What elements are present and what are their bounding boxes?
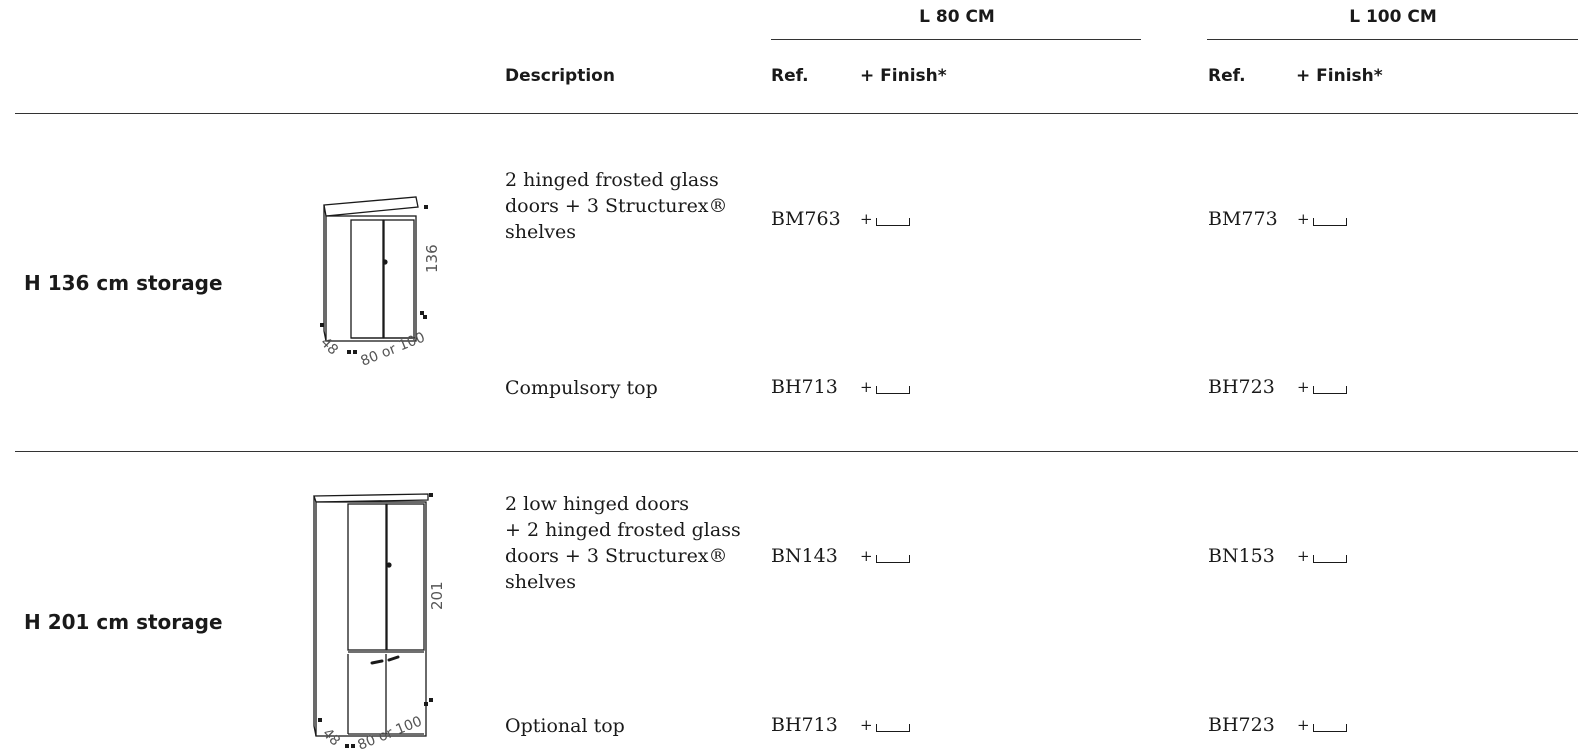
- ref-code-l100: BM773: [1208, 208, 1278, 230]
- finish-placeholder-l80: +: [860, 718, 910, 733]
- finish-placeholder-l100: +: [1297, 380, 1347, 395]
- finish-placeholder-l100: +: [1297, 718, 1347, 733]
- height-dimension-label: 201: [428, 581, 446, 610]
- column-heading-underline-l100: [1207, 39, 1578, 40]
- ref-header-l80: Ref.: [771, 66, 809, 86]
- column-heading-l80: L 80 CM: [919, 7, 995, 27]
- section-title: H 201 cm storage: [24, 610, 223, 634]
- row-description: 2 low hinged doors + 2 hinged frosted gl…: [505, 493, 741, 593]
- ref-code-l80: BH713: [771, 714, 838, 736]
- finish-placeholder-l100: +: [1297, 549, 1347, 564]
- ref-code-l100: BH723: [1208, 714, 1275, 736]
- row-description: Compulsory top: [505, 377, 658, 399]
- cabinet-136-illustration: 136 48 80 or 100: [317, 196, 441, 370]
- description-header: Description: [505, 66, 615, 86]
- ref-code-l100: BN153: [1208, 545, 1275, 567]
- ref-code-l80: BH713: [771, 376, 838, 398]
- cabinet-201-illustration: 201 48 80 or 100: [313, 493, 446, 754]
- row-description: 2 hinged frosted glass doors + 3 Structu…: [505, 169, 728, 243]
- header-divider: [15, 113, 1578, 114]
- row-description: Optional top: [505, 715, 625, 737]
- column-heading-l100: L 100 CM: [1349, 7, 1437, 27]
- section-divider: [15, 451, 1578, 452]
- finish-placeholder-l80: +: [860, 212, 910, 227]
- finish-placeholder-l80: +: [860, 549, 910, 564]
- height-dimension-label: 136: [423, 244, 441, 273]
- ref-code-l80: BM763: [771, 208, 841, 230]
- column-heading-underline-l80: [771, 39, 1141, 40]
- ref-header-l100: Ref.: [1208, 66, 1246, 86]
- ref-code-l80: BN143: [771, 545, 838, 567]
- finish-header-l80: + Finish*: [860, 66, 947, 86]
- ref-code-l100: BH723: [1208, 376, 1275, 398]
- section-title: H 136 cm storage: [24, 271, 223, 295]
- finish-placeholder-l80: +: [860, 380, 910, 395]
- finish-placeholder-l100: +: [1297, 212, 1347, 227]
- finish-header-l100: + Finish*: [1296, 66, 1383, 86]
